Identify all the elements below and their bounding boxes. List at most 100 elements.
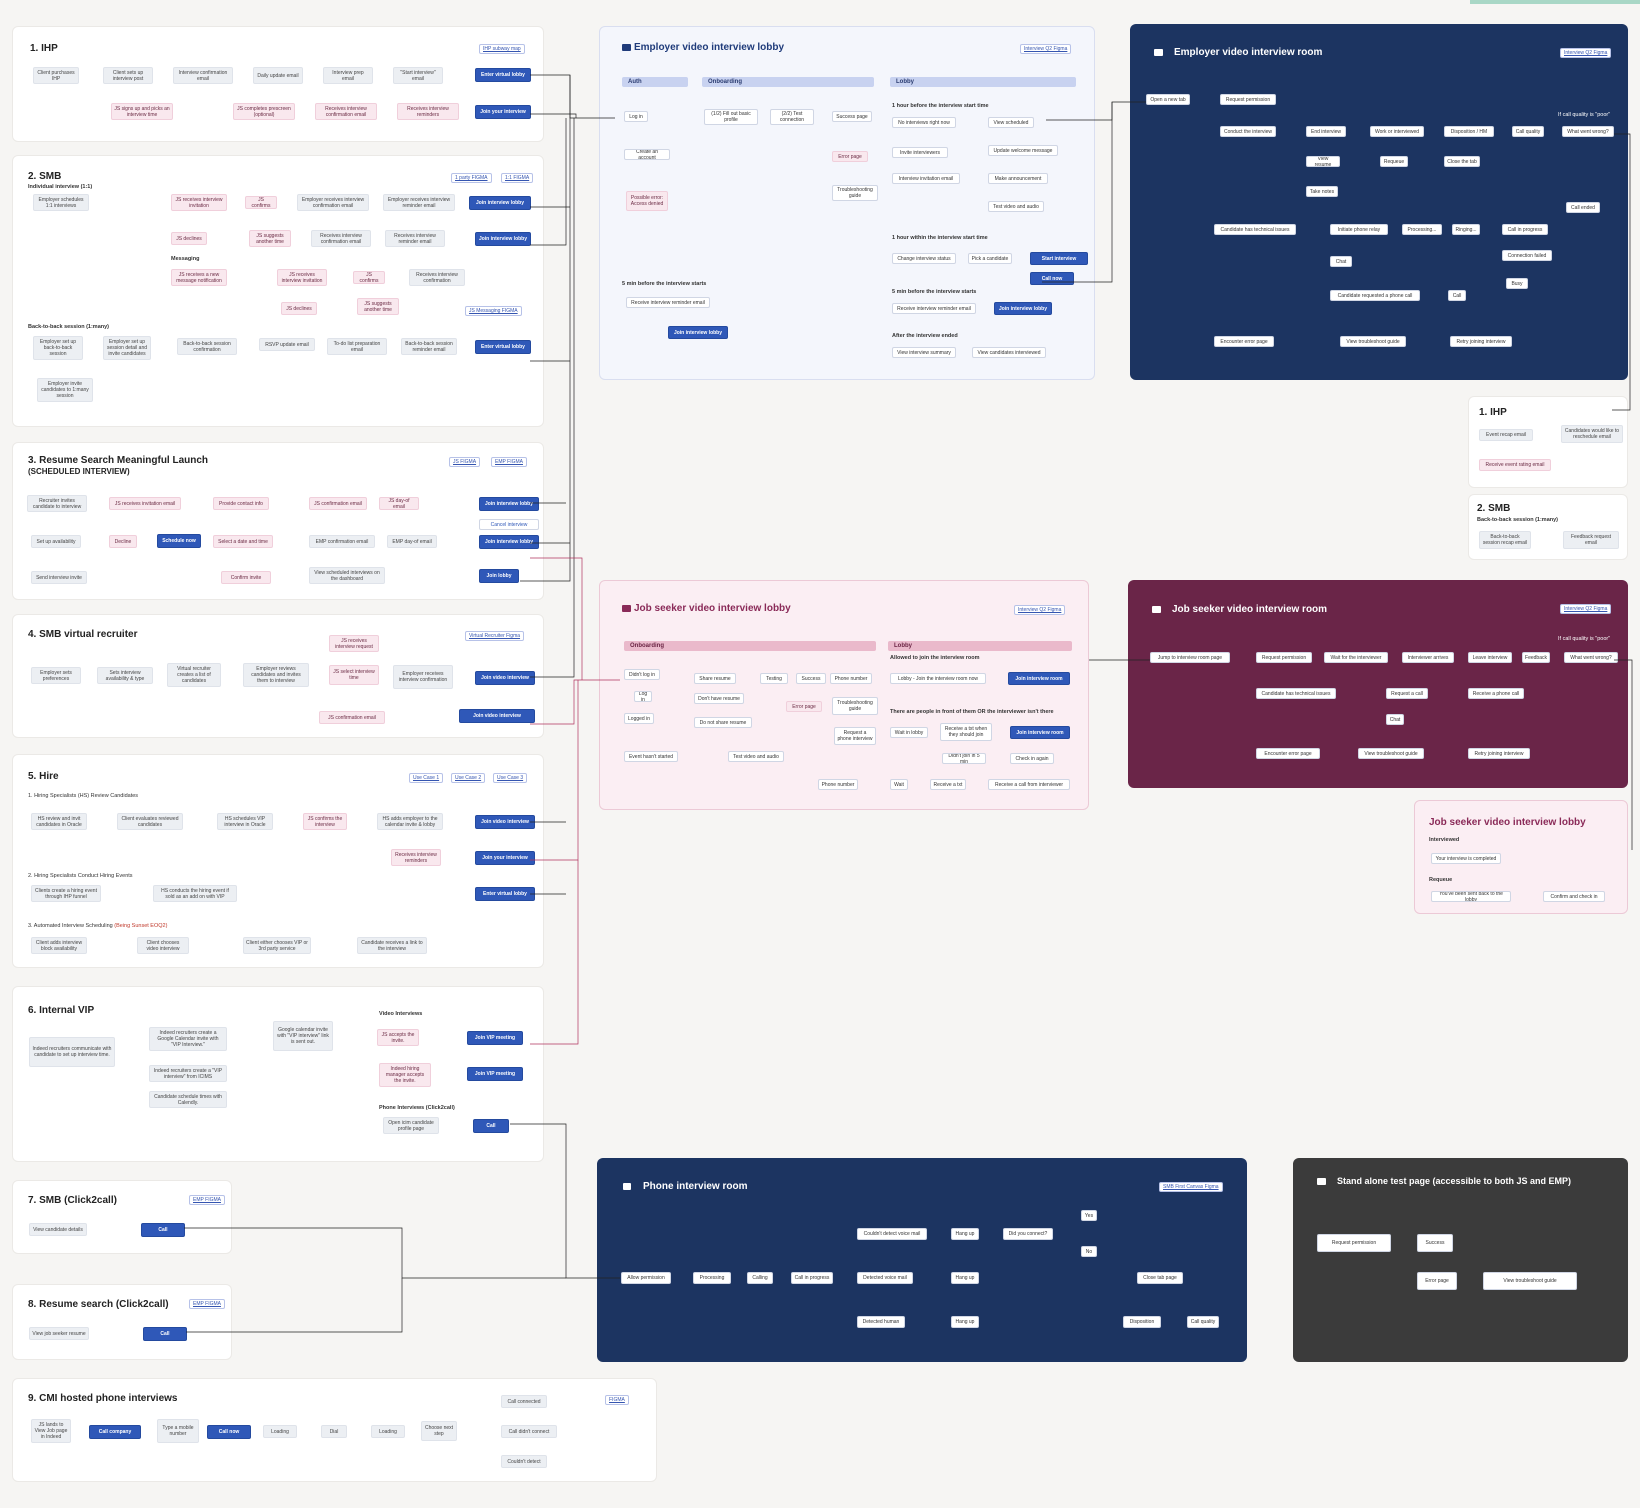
section-label: 3. Automated Interview Scheduling (Being… bbox=[28, 923, 167, 929]
join-your-interview-button[interactable]: Join your interview bbox=[475, 851, 535, 865]
join-interview-lobby-button[interactable]: Join interview lobby bbox=[479, 535, 539, 549]
node: Call ended bbox=[1566, 202, 1600, 213]
join-video-interview-button[interactable]: Join video interview bbox=[475, 671, 535, 685]
join-interview-lobby-button[interactable]: Join interview lobby bbox=[469, 196, 531, 210]
figma-link[interactable]: Use Case 1 bbox=[409, 773, 444, 783]
panel-title: 7. SMB (Click2call) bbox=[28, 1195, 117, 1206]
node: Client sets up interview post bbox=[103, 67, 153, 84]
node: Don't have resume bbox=[694, 693, 744, 704]
call-button[interactable]: Call bbox=[141, 1223, 185, 1237]
node: (2/2) Test connection bbox=[770, 109, 814, 125]
join-interview-lobby-button[interactable]: Join interview lobby bbox=[668, 326, 728, 339]
enter-virtual-lobby-button[interactable]: Enter virtual lobby bbox=[475, 68, 531, 82]
node: (1/2) Fill out basic profile bbox=[704, 109, 758, 125]
figma-link[interactable]: Virtual Recruiter Figma bbox=[465, 631, 525, 641]
figma-link[interactable]: 1:1 FIGMA bbox=[501, 173, 534, 183]
node: Indeed recruiters create a Google Calend… bbox=[149, 1027, 227, 1051]
panel-title: Job seeker video interview room bbox=[1172, 604, 1328, 615]
node: JS select interview time bbox=[329, 665, 379, 685]
call-button[interactable]: Call bbox=[143, 1327, 187, 1341]
node: Employer invite candidates to 1:many ses… bbox=[37, 378, 93, 402]
cancel-interview-link[interactable]: Cancel interview bbox=[479, 519, 539, 530]
panel-ihp-post: 1. IHP Event recap email Candidates woul… bbox=[1468, 396, 1628, 488]
section-label: Requeue bbox=[1429, 877, 1453, 883]
node: Loading bbox=[263, 1425, 297, 1438]
join-interview-room-button[interactable]: Join interview room bbox=[1008, 672, 1070, 685]
figma-link[interactable]: EMP FIGMA bbox=[189, 1299, 225, 1309]
node: Interview invitation email bbox=[892, 173, 960, 184]
figma-link[interactable]: EMP FIGMA bbox=[189, 1195, 225, 1205]
section-label: Allowed to join the interview room bbox=[890, 655, 980, 661]
panel-title: Job seeker video interview lobby bbox=[634, 603, 791, 614]
figma-link[interactable]: 1 party FIGMA bbox=[451, 173, 492, 183]
join-vip-meeting-button[interactable]: Join VIP meeting bbox=[467, 1067, 523, 1081]
node: Event hasn't started bbox=[624, 751, 678, 762]
join-interview-lobby-button[interactable]: Join interview lobby bbox=[994, 302, 1052, 315]
section-bar-onboarding: Onboarding bbox=[624, 641, 876, 651]
node: Receives interview confirmation email bbox=[311, 230, 371, 247]
figma-link[interactable]: IHP subway map bbox=[479, 44, 525, 54]
node: Event recap email bbox=[1479, 429, 1533, 441]
node: Feedback request email bbox=[1563, 531, 1619, 549]
figma-link[interactable]: Interview Q2 Figma bbox=[1560, 48, 1612, 58]
figma-link[interactable]: Use Case 2 bbox=[451, 773, 486, 783]
node: Receive a phone call bbox=[1468, 688, 1524, 699]
note: If call quality is "poor" bbox=[1558, 636, 1611, 642]
join-vip-meeting-button[interactable]: Join VIP meeting bbox=[467, 1031, 523, 1045]
node: Hang up bbox=[951, 1316, 979, 1328]
figma-link[interactable]: FIGMA bbox=[605, 1395, 629, 1405]
node: Disposition / HM bbox=[1444, 126, 1494, 137]
join-video-interview-button[interactable]: Join video interview bbox=[459, 709, 535, 723]
join-interview-room-button[interactable]: Join interview room bbox=[1010, 726, 1070, 739]
node: Invite interviewers bbox=[892, 147, 948, 158]
node: Interview prep email bbox=[323, 67, 373, 84]
node: Sets interview availability & type bbox=[97, 667, 153, 684]
figma-link[interactable]: Use Case 3 bbox=[493, 773, 528, 783]
node: JS receives interview invitation bbox=[171, 194, 227, 211]
node: Back-to-back session confirmation bbox=[177, 338, 237, 355]
panel-title: Employer video interview room bbox=[1174, 47, 1323, 58]
node: Encounter error page bbox=[1214, 336, 1274, 347]
enter-virtual-lobby-button[interactable]: Enter virtual lobby bbox=[475, 340, 531, 354]
node: Log in bbox=[634, 691, 652, 702]
enter-virtual-lobby-button[interactable]: Enter virtual lobby bbox=[475, 887, 535, 901]
call-now-button[interactable]: Call now bbox=[1030, 272, 1074, 285]
join-interview-lobby-button[interactable]: Join interview lobby bbox=[475, 232, 531, 246]
node: JS declines bbox=[171, 232, 207, 245]
schedule-now-button[interactable]: Schedule now bbox=[157, 534, 201, 548]
join-video-interview-button[interactable]: Join video interview bbox=[475, 815, 535, 829]
figma-link[interactable]: EMP FIGMA bbox=[491, 457, 527, 467]
panel-jobseeker-lobby: Job seeker video interview lobby Intervi… bbox=[599, 580, 1089, 810]
figma-link[interactable]: Interview Q2 Figma bbox=[1014, 605, 1066, 615]
panel-title: Stand alone test page (accessible to bot… bbox=[1337, 1176, 1572, 1186]
node: Call didn't connect bbox=[501, 1425, 557, 1438]
figma-link[interactable]: Interview Q2 Figma bbox=[1020, 44, 1072, 54]
node: Lobby - Join the interview room now bbox=[890, 673, 986, 684]
section-bar-lobby: Lobby bbox=[890, 77, 1076, 87]
call-now-button[interactable]: Call now bbox=[207, 1425, 251, 1439]
node: Employer sets preferences bbox=[31, 667, 81, 684]
figma-link[interactable]: JS FIGMA bbox=[449, 457, 481, 467]
join-lobby-button[interactable]: Join lobby bbox=[479, 569, 519, 583]
panel-resume-search: 3. Resume Search Meaningful Launch (SCHE… bbox=[12, 442, 544, 600]
node: Select a date and time bbox=[213, 535, 273, 548]
figma-link[interactable]: JS Messaging FIGMA bbox=[465, 306, 522, 316]
node: Recruiter invites candidate to interview bbox=[27, 495, 87, 512]
node: Confirm and check in bbox=[1543, 891, 1605, 902]
node: Choose next step bbox=[421, 1421, 457, 1441]
figma-link[interactable]: SMB First Canvas Figma bbox=[1159, 1182, 1223, 1192]
start-interview-button[interactable]: Start interview bbox=[1030, 252, 1088, 265]
call-button[interactable]: Call bbox=[473, 1119, 509, 1133]
node: Ringing... bbox=[1452, 224, 1480, 235]
node: Receive a call from interviewer bbox=[988, 779, 1070, 790]
panel-jobseeker-room: Job seeker video interview room Intervie… bbox=[1128, 580, 1628, 788]
panel-hire: 5. Hire Use Case 1 Use Case 2 Use Case 3… bbox=[12, 754, 544, 968]
join-interview-button[interactable]: Join your interview bbox=[475, 105, 531, 119]
call-company-button[interactable]: Call company bbox=[89, 1425, 141, 1439]
figma-link[interactable]: Interview Q2 Figma bbox=[1560, 604, 1612, 614]
node: Virtual recruiter creates a list of cand… bbox=[167, 663, 221, 687]
join-interview-lobby-button[interactable]: Join interview lobby bbox=[479, 497, 539, 511]
node: Receives interview confirmation bbox=[409, 269, 465, 286]
panel-title: 2. SMB bbox=[28, 171, 62, 182]
node: Candidate has technical issues bbox=[1214, 224, 1296, 235]
